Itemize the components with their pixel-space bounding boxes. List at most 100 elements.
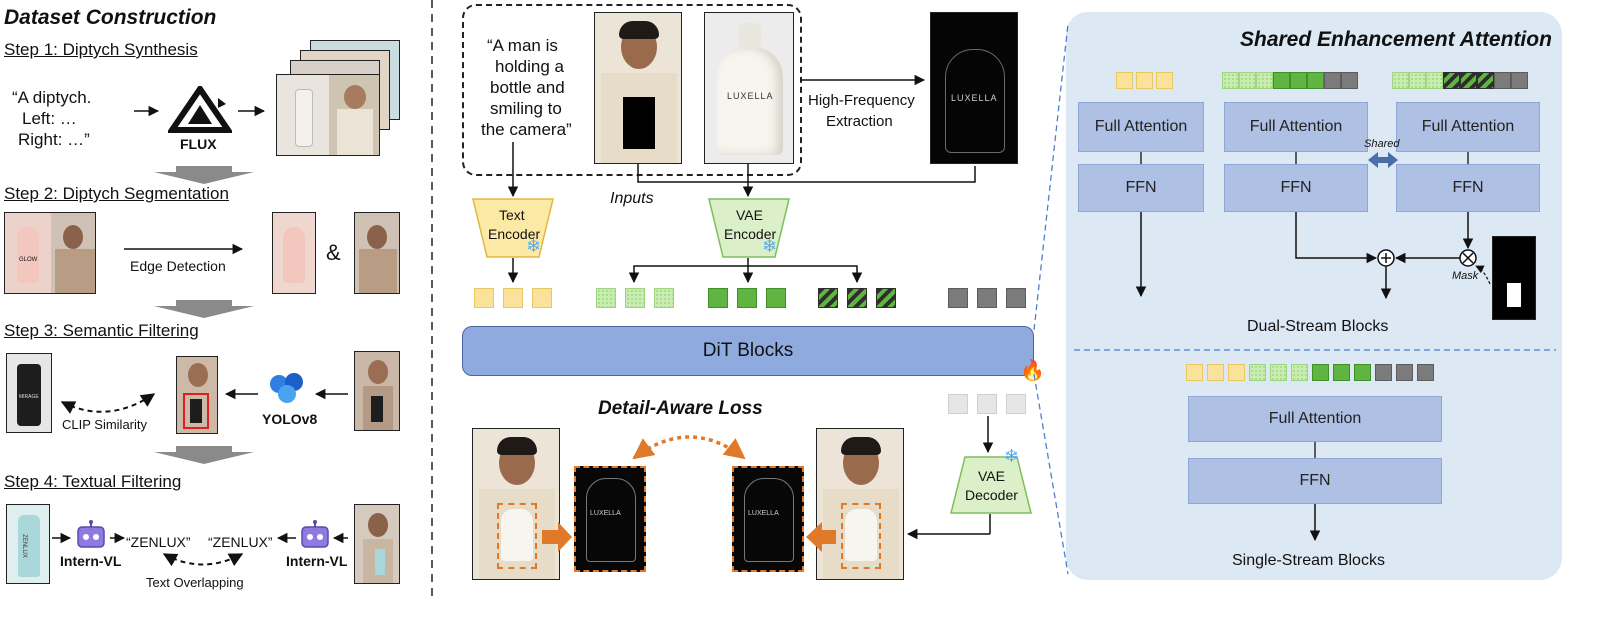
hf-token xyxy=(1460,72,1477,89)
glow-bottle-text: GLOW xyxy=(19,257,38,263)
ffn-hf-branch: FFN xyxy=(1396,164,1540,212)
hf-extraction-line2: Extraction xyxy=(826,113,893,130)
diptych-prompt-line1: “A diptych. xyxy=(12,88,92,107)
prompt-line5: the camera” xyxy=(481,120,572,139)
mask-token xyxy=(1417,364,1434,381)
vae-encoder-shape xyxy=(708,198,790,258)
condition-token xyxy=(1307,72,1324,89)
gt-hf-brand: LUXELLA xyxy=(590,510,621,517)
noise-token xyxy=(596,288,616,308)
luxella-brand-text: LUXELLA xyxy=(727,91,774,101)
segmented-left-image xyxy=(272,212,316,294)
mask-token xyxy=(1006,288,1026,308)
ffn-single: FFN xyxy=(1188,458,1442,504)
noise-token xyxy=(1392,72,1409,89)
text-token xyxy=(532,288,552,308)
condition-token xyxy=(1312,364,1329,381)
mask-token xyxy=(977,288,997,308)
clip-similarity-label: CLIP Similarity xyxy=(62,417,148,432)
masked-person-image xyxy=(594,12,682,164)
text-token xyxy=(1207,364,1224,381)
mask-token xyxy=(1494,72,1511,89)
detected-person-image xyxy=(176,356,218,434)
condition-token xyxy=(1333,364,1350,381)
product-bottle-image: LUXELLA xyxy=(704,12,794,164)
mask-token xyxy=(1396,364,1413,381)
text-token xyxy=(1228,364,1245,381)
step3-heading: Step 3: Semantic Filtering xyxy=(4,321,199,340)
hf-token xyxy=(847,288,867,308)
noise-token xyxy=(1409,72,1426,89)
noise-token xyxy=(1256,72,1273,89)
diptych-prompt-line2: Left: … xyxy=(22,109,77,128)
ffn-condition-branch: FFN xyxy=(1224,164,1368,212)
text-token xyxy=(1186,364,1203,381)
segmentation-input-image: GLOW xyxy=(4,212,96,294)
mask-token xyxy=(1375,364,1392,381)
prompt-line1: “A man is xyxy=(487,36,558,55)
step4-heading: Step 4: Textual Filtering xyxy=(4,472,182,491)
pred-hf-crop: LUXELLA xyxy=(732,466,804,572)
prompt-line3: bottle and xyxy=(490,78,565,97)
robot-icon xyxy=(77,520,105,548)
vae-encoder-line1: VAE xyxy=(736,207,763,223)
internvl-label-left: Intern-VL xyxy=(60,553,122,569)
mask-image xyxy=(1492,236,1536,320)
condition-token xyxy=(737,288,757,308)
hf-token xyxy=(1443,72,1460,89)
full-attention-condition-branch: Full Attention xyxy=(1224,102,1368,152)
hf-brand-text: LUXELLA xyxy=(951,93,998,103)
prompt-line4: smiling to xyxy=(490,99,562,118)
vae-encoder-line2: Encoder xyxy=(724,226,777,242)
condition-token xyxy=(1290,72,1307,89)
frozen-snowflake-icon: ❄ xyxy=(1004,446,1020,466)
flux-label: FLUX xyxy=(180,136,217,152)
dual-stream-label: Dual-Stream Blocks xyxy=(1247,318,1389,335)
diptych-image xyxy=(276,74,380,156)
dit-blocks: DiT Blocks xyxy=(462,326,1034,376)
flux-logo-icon xyxy=(168,86,232,133)
shared-label: Shared xyxy=(1364,138,1400,150)
semantic-input-image xyxy=(354,351,400,431)
frozen-snowflake-icon: ❄ xyxy=(762,236,778,256)
text-encoder-line1: Text xyxy=(499,207,525,223)
condition-token xyxy=(1273,72,1290,89)
gt-hf-crop: LUXELLA xyxy=(574,466,646,572)
noise-token xyxy=(1222,72,1239,89)
vae-decoder-line2: Decoder xyxy=(965,487,1018,503)
text-token xyxy=(503,288,523,308)
text-encoder-line2: Encoder xyxy=(488,226,541,242)
text-token xyxy=(1136,72,1153,89)
pred-hf-brand: LUXELLA xyxy=(748,510,779,517)
clip-product-image: MIRAGE xyxy=(6,353,52,433)
noise-token xyxy=(1249,364,1266,381)
mask-token xyxy=(1341,72,1358,89)
output-token xyxy=(1006,394,1026,414)
frozen-snowflake-icon: ❄ xyxy=(526,236,542,256)
output-token xyxy=(948,394,968,414)
ffn-text-branch: FFN xyxy=(1078,164,1204,212)
generated-image xyxy=(816,428,904,580)
mask-label: Mask xyxy=(1452,270,1479,282)
condition-token xyxy=(766,288,786,308)
full-attention-hf-branch: Full Attention xyxy=(1396,102,1540,152)
yolov8-logo-icon xyxy=(270,373,303,403)
step1-heading: Step 1: Diptych Synthesis xyxy=(4,40,198,59)
detail-aware-loss-title: Detail-Aware Loss xyxy=(598,398,763,419)
zenlux-text-left: “ZENLUX” xyxy=(126,534,191,550)
zenlux-text-right: “ZENLUX” xyxy=(208,534,273,550)
mask-token xyxy=(1324,72,1341,89)
text-token xyxy=(1116,72,1133,89)
ocr-product-image: ZENLUX xyxy=(6,504,50,584)
edge-detection-label: Edge Detection xyxy=(130,258,226,274)
hf-extraction-line1: High-Frequency xyxy=(808,92,915,109)
ground-truth-image xyxy=(472,428,560,580)
robot-icon xyxy=(301,520,329,548)
mask-token xyxy=(1511,72,1528,89)
text-overlapping-label: Text Overlapping xyxy=(146,575,244,590)
text-token xyxy=(474,288,494,308)
shared-weights-icon xyxy=(1368,152,1398,168)
noise-token xyxy=(654,288,674,308)
full-attention-single: Full Attention xyxy=(1188,396,1442,442)
